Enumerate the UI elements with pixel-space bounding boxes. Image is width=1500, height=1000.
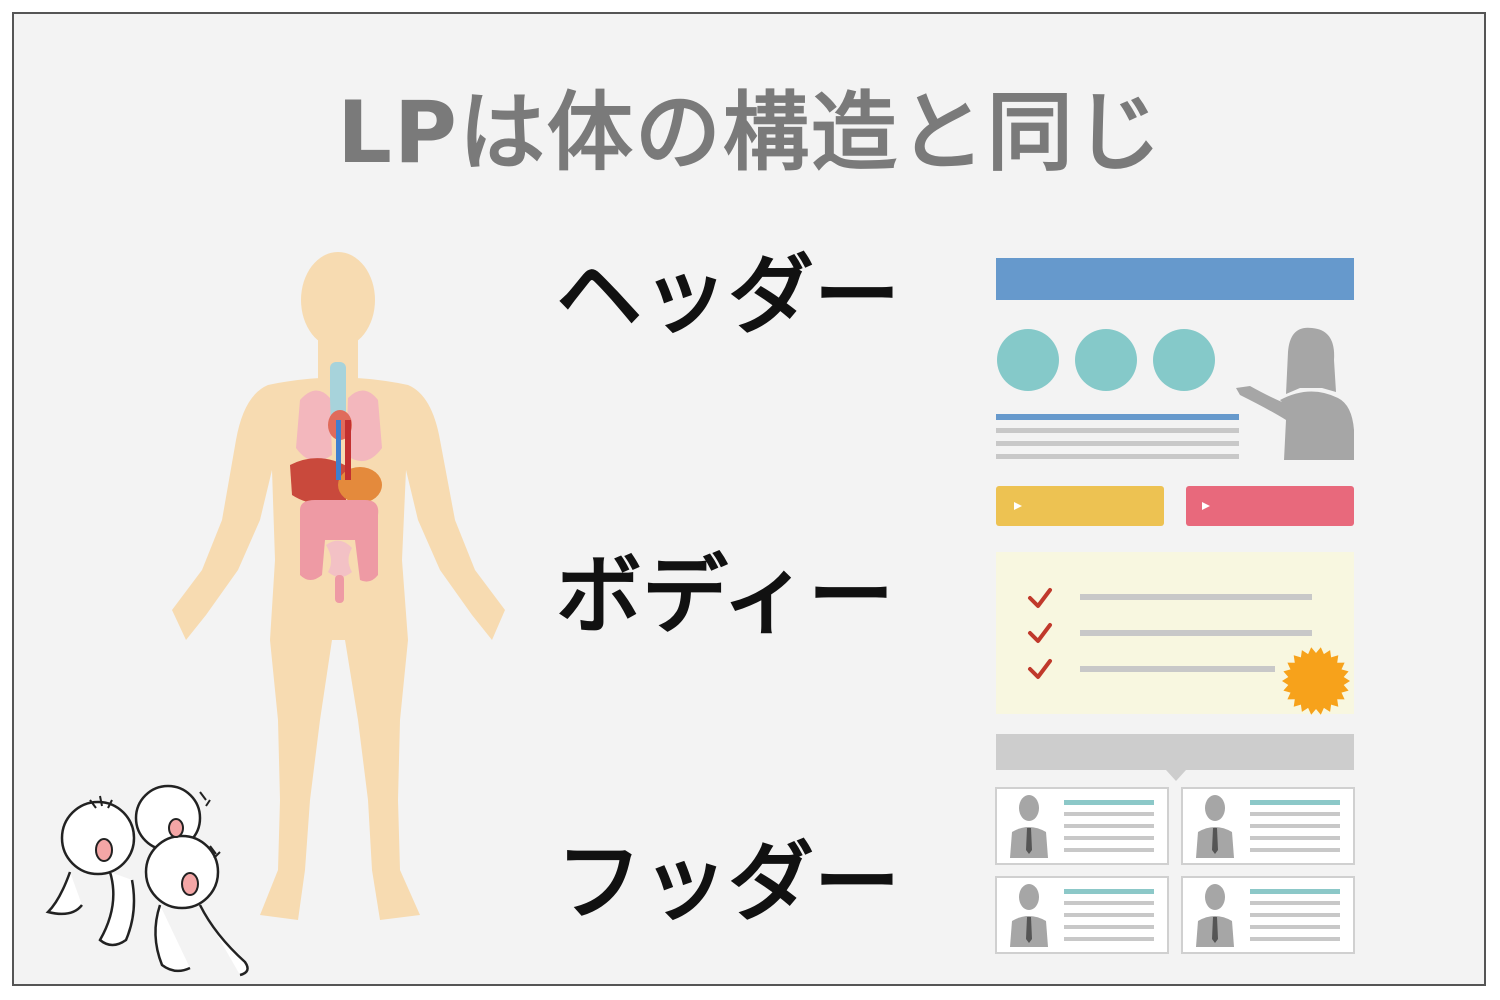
wireframe-text-line <box>1080 594 1312 600</box>
play-icon <box>1014 502 1022 510</box>
section-label-header: ヘッダー <box>556 246 900 346</box>
wireframe-text-line <box>996 454 1239 459</box>
play-icon <box>1202 502 1210 510</box>
testimonial-card <box>995 787 1169 865</box>
wireframe-speech-bar <box>996 734 1354 770</box>
wireframe-text-line <box>996 414 1239 420</box>
organs <box>290 362 382 603</box>
section-label-body: ボディー <box>556 546 894 646</box>
wireframe-circle <box>1153 329 1215 391</box>
wireframe-header-bar <box>996 258 1354 300</box>
person-avatar-icon <box>1010 884 1048 947</box>
badge-icon <box>1282 647 1350 715</box>
wireframe-button-red <box>1186 486 1354 526</box>
check-icon <box>1028 623 1052 643</box>
testimonial-card <box>995 876 1169 954</box>
wireframe-button-yellow <box>996 486 1164 526</box>
wireframe-text-line <box>996 428 1239 433</box>
section-label-footer: フッダー <box>556 833 900 933</box>
wireframe-circle <box>1075 329 1137 391</box>
person-avatar-icon <box>1010 795 1048 858</box>
person-avatar-icon <box>1196 795 1234 858</box>
testimonial-card <box>1181 787 1355 865</box>
presenter-silhouette-icon <box>1236 327 1354 460</box>
check-icon <box>1028 659 1052 679</box>
testimonial-card <box>1181 876 1355 954</box>
wireframe-text-line <box>1080 630 1312 636</box>
check-icon <box>1028 588 1052 608</box>
wireframe-text-line <box>1080 666 1275 672</box>
person-avatar-icon <box>1196 884 1234 947</box>
wireframe-text-line <box>996 441 1239 446</box>
wireframe-circle <box>997 329 1059 391</box>
page-title: LPは体の構造と同じ <box>337 83 1163 183</box>
